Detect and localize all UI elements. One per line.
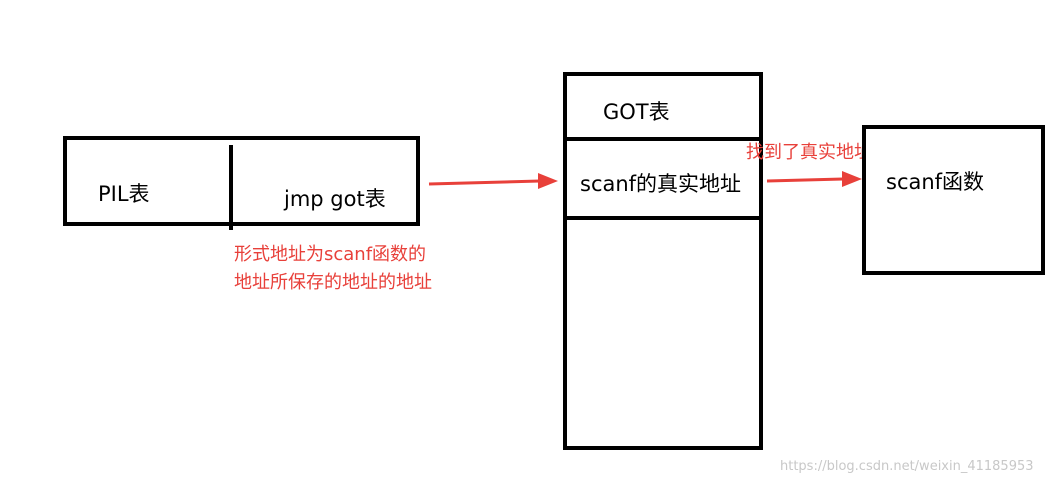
scanf-function-label: scanf函数 (886, 170, 985, 194)
plt-right-label: jmp got表 (284, 187, 386, 211)
got-row-divider-1 (563, 137, 763, 141)
plt-divider (229, 145, 233, 230)
watermark: https://blog.csdn.net/weixin_41185953 (780, 459, 1034, 474)
got-header: GOT表 (603, 100, 670, 124)
got-table (563, 72, 763, 450)
scanf-function-box (862, 125, 1045, 275)
got-entry: scanf的真实地址 (580, 172, 742, 196)
plt-table (63, 136, 420, 226)
arrow-plt-to-got (428, 173, 558, 189)
arrow-got-to-scanf (766, 171, 862, 187)
arrow-note: 找到了真实地址 (746, 142, 872, 163)
plt-note-line1: 形式地址为scanf函数的 (234, 244, 427, 265)
plt-left-label: PIL表 (98, 182, 150, 206)
got-row-divider-2 (563, 216, 763, 220)
plt-note-line2: 地址所保存的地址的地址 (234, 272, 432, 293)
